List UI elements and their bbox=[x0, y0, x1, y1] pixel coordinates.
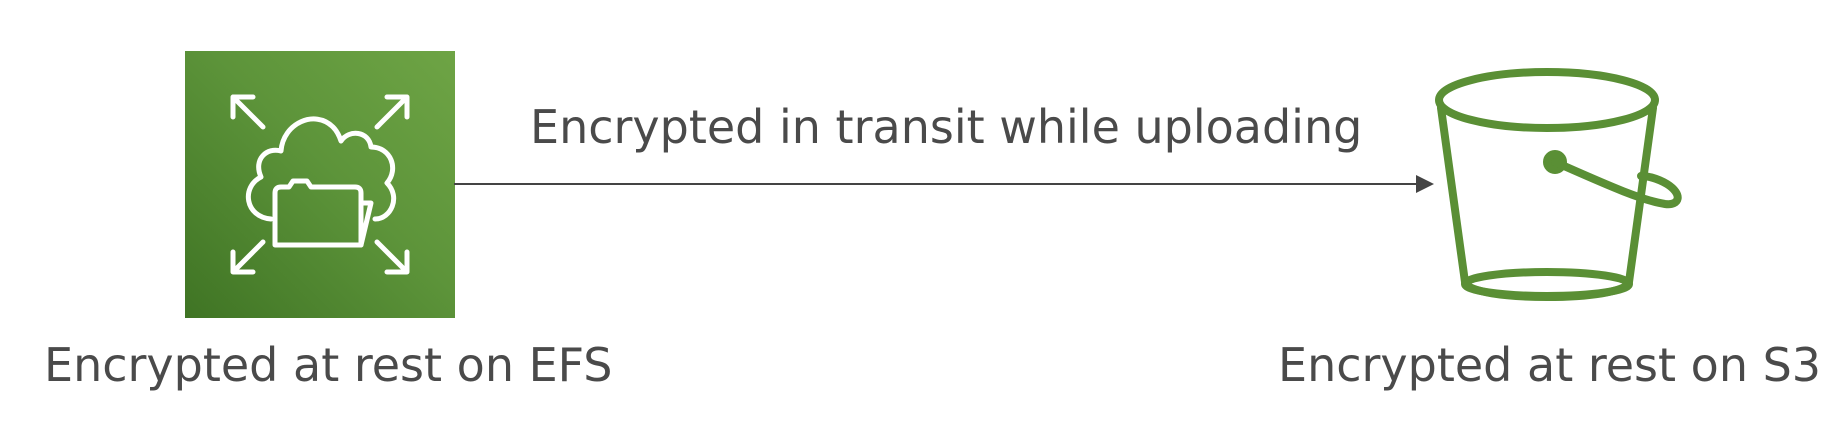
s3-label: Encrypted at rest on S3 bbox=[1278, 338, 1822, 392]
efs-file-system-icon bbox=[185, 51, 455, 318]
efs-label: Encrypted at rest on EFS bbox=[44, 338, 613, 392]
transit-label: Encrypted in transit while uploading bbox=[530, 100, 1363, 154]
expand-arrows-icon bbox=[230, 94, 410, 275]
transit-arrow bbox=[454, 172, 1434, 196]
s3-bucket-icon bbox=[1435, 52, 1695, 317]
folder-icon bbox=[272, 178, 364, 248]
cloud-icon bbox=[245, 116, 397, 222]
